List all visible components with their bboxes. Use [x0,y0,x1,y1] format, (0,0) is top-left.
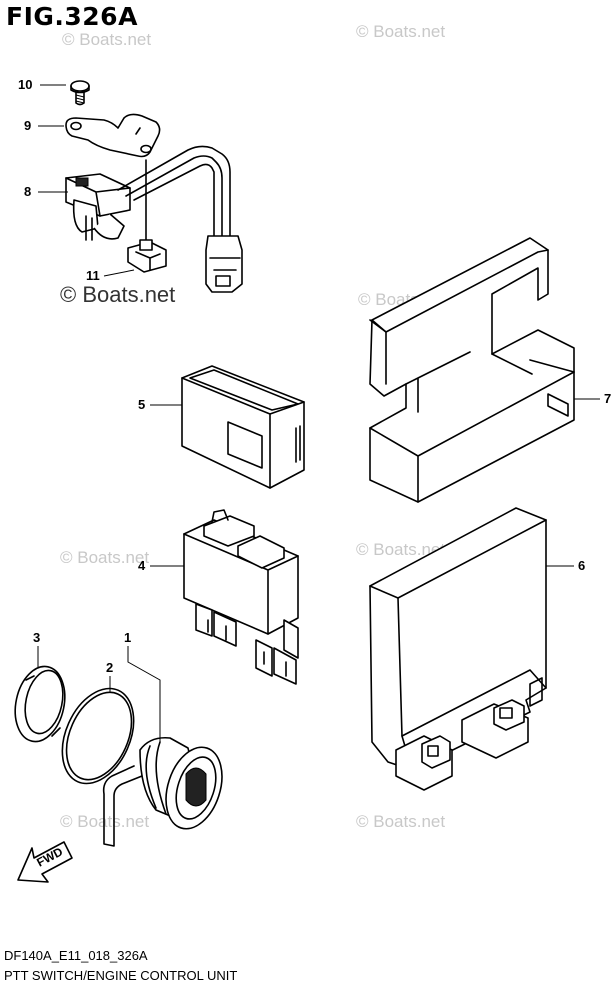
callout-2: 2 [106,660,114,675]
part-5-cover [181,365,305,489]
part-8-switch [65,173,131,241]
part-4-unit [183,509,299,685]
part-10-screw [70,80,90,106]
watermark: © Boats.net [62,30,152,49]
part-3-ring [14,665,66,743]
callout-7: 7 [604,391,612,406]
callout-3: 3 [33,630,41,645]
callout-9: 9 [24,118,32,133]
part-2-oring [61,687,135,785]
watermark: © Boats.net [60,548,150,567]
callout-8: 8 [24,184,32,199]
callout-5: 5 [138,397,146,412]
part-8-harness [117,145,243,293]
leader-lines [37,84,600,742]
part-9-bracket [65,113,161,158]
callout-10: 10 [18,77,33,92]
figure-name: PTT SWITCH/ENGINE CONTROL UNIT [4,968,238,983]
watermark-dark: © Boats.net [60,282,176,307]
part-11-clamp [127,159,167,273]
watermark: © Boats.net [356,812,446,831]
part-1-ptt-switch [102,736,223,847]
watermark: © Boats.net [356,540,446,559]
part-6-ecu [369,507,547,791]
figure-code: DF140A_E11_018_326A [4,948,148,963]
callout-4: 4 [138,558,146,573]
callout-6: 6 [578,558,586,573]
callout-1: 1 [124,630,132,645]
fwd-arrow [17,841,73,883]
callout-11: 11 [86,268,100,283]
part-7-cushion [369,237,575,503]
figure-title: FIG.326A [6,2,138,31]
watermark: © Boats.net [356,22,446,41]
